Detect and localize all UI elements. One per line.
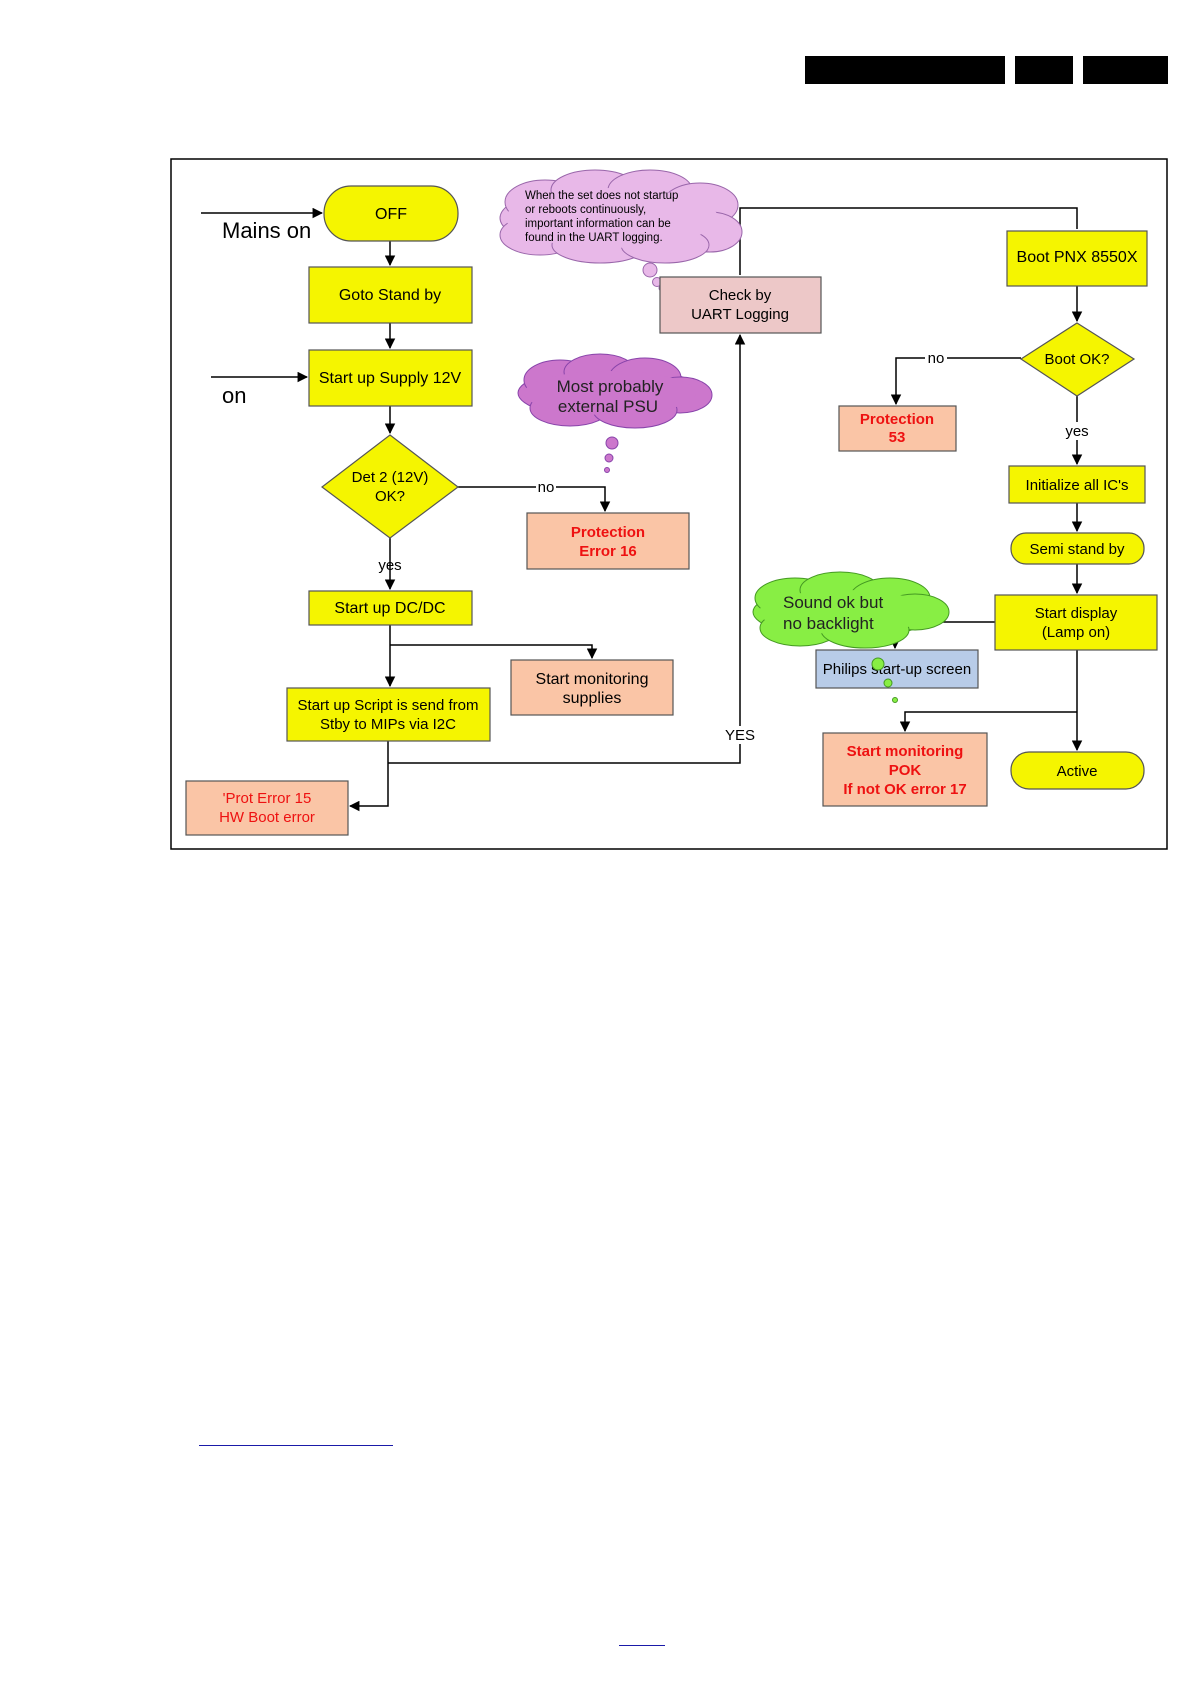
svg-text:When the set does not startup: When the set does not startup (525, 190, 678, 202)
label-on: on (222, 383, 246, 408)
svg-text:or reboots continuously,: or reboots continuously, (525, 204, 646, 216)
node-start-monitoring-pok: Start monitoring POK If not OK error 17 (822, 732, 988, 807)
node-initialize-ics: Initialize all IC's (1008, 465, 1146, 504)
node-protection-error-16: Protection Error 16 (526, 512, 690, 570)
svg-text:Initialize all IC's: Initialize all IC's (1026, 477, 1129, 494)
label-mains-on: Mains on (222, 218, 311, 243)
cloud-uart-note: When the set does not startup or reboots… (499, 169, 743, 292)
node-startup-dcdc: Start up DC/DC (308, 590, 473, 626)
svg-text:Protection: Protection (571, 524, 645, 541)
svg-text:Start up Supply 12V: Start up Supply 12V (319, 370, 462, 387)
startup-flowchart: no yes YES no yes Mains on on OFF Goto S… (170, 158, 1168, 850)
svg-text:Most probably: Most probably (557, 377, 664, 396)
header-bar-3 (1083, 56, 1168, 84)
header-bar-2 (1015, 56, 1073, 84)
node-active: Active (1010, 751, 1145, 790)
label-yes-det2: yes (378, 557, 401, 574)
svg-text:external PSU: external PSU (558, 397, 658, 416)
svg-text:found in the UART logging.: found in the UART logging. (525, 232, 663, 244)
cloud-external-psu: Most probably external PSU (517, 353, 713, 473)
svg-text:OFF: OFF (375, 206, 407, 223)
svg-text:UART Logging: UART Logging (691, 306, 789, 323)
label-no-det2: no (538, 479, 555, 496)
node-start-monitoring-supplies: Start monitoring supplies (510, 659, 674, 716)
svg-text:Sound ok but: Sound ok but (783, 593, 883, 612)
node-det2-decision: Det 2 (12V) OK? (321, 434, 459, 539)
label-yes-boot: yes (1065, 423, 1088, 440)
node-boot-ok-decision: Boot OK? (1019, 322, 1136, 397)
svg-text:Start monitoring: Start monitoring (847, 743, 964, 760)
svg-text:Boot PNX 8550X: Boot PNX 8550X (1017, 249, 1138, 266)
svg-text:Start monitoring: Start monitoring (536, 671, 649, 688)
node-start-display: Start display (Lamp on) (994, 594, 1158, 651)
svg-text:Error 16: Error 16 (579, 543, 637, 560)
svg-text:Check by: Check by (709, 287, 772, 304)
cloud-no-backlight: Sound ok but no backlight (752, 571, 950, 703)
svg-text:important information can be: important information can be (525, 218, 671, 230)
svg-text:Stby to MIPs via I2C: Stby to MIPs via I2C (320, 716, 456, 733)
reference-link-underline[interactable] (199, 1445, 393, 1446)
svg-text:supplies: supplies (563, 690, 622, 707)
svg-text:Start up Script is send from: Start up Script is send from (298, 697, 479, 714)
page-link-underline[interactable] (619, 1645, 665, 1646)
label-no-boot: no (928, 350, 945, 367)
svg-text:Semi stand by: Semi stand by (1029, 541, 1125, 558)
node-boot-pnx: Boot PNX 8550X (1006, 230, 1148, 287)
node-prot-error-15: 'Prot Error 15 HW Boot error (185, 780, 349, 836)
svg-text:Active: Active (1057, 763, 1098, 780)
svg-text:Philips start-up screen: Philips start-up screen (823, 661, 971, 678)
svg-text:(Lamp on): (Lamp on) (1042, 624, 1110, 641)
svg-text:53: 53 (889, 429, 906, 446)
node-philips-startup-screen: Philips start-up screen (815, 649, 979, 689)
svg-text:no backlight: no backlight (783, 614, 874, 633)
label-yes-uart: YES (725, 727, 755, 744)
svg-text:Protection: Protection (860, 411, 934, 428)
node-check-uart: Check by UART Logging (659, 276, 822, 334)
svg-text:Boot OK?: Boot OK? (1044, 351, 1109, 368)
node-semi-standby: Semi stand by (1010, 532, 1145, 565)
connectors (201, 207, 1083, 812)
node-protection-53: Protection 53 (838, 405, 957, 452)
svg-text:POK: POK (889, 762, 922, 779)
node-startup-script: Start up Script is send from Stby to MIP… (286, 687, 491, 742)
node-startup-supply: Start up Supply 12V (308, 349, 473, 407)
svg-text:Start up DC/DC: Start up DC/DC (334, 600, 445, 617)
svg-text:Start display: Start display (1035, 605, 1118, 622)
svg-text:'Prot Error 15: 'Prot Error 15 (223, 790, 312, 807)
svg-text:OK?: OK? (375, 488, 405, 505)
node-off: OFF (323, 185, 459, 242)
header-bar-1 (805, 56, 1005, 84)
svg-text:If not OK error 17: If not OK error 17 (843, 781, 966, 798)
svg-text:HW Boot error: HW Boot error (219, 809, 315, 826)
svg-text:Det 2 (12V): Det 2 (12V) (352, 469, 429, 486)
node-goto-standby: Goto Stand by (308, 266, 473, 324)
svg-text:Goto Stand by: Goto Stand by (339, 287, 441, 304)
